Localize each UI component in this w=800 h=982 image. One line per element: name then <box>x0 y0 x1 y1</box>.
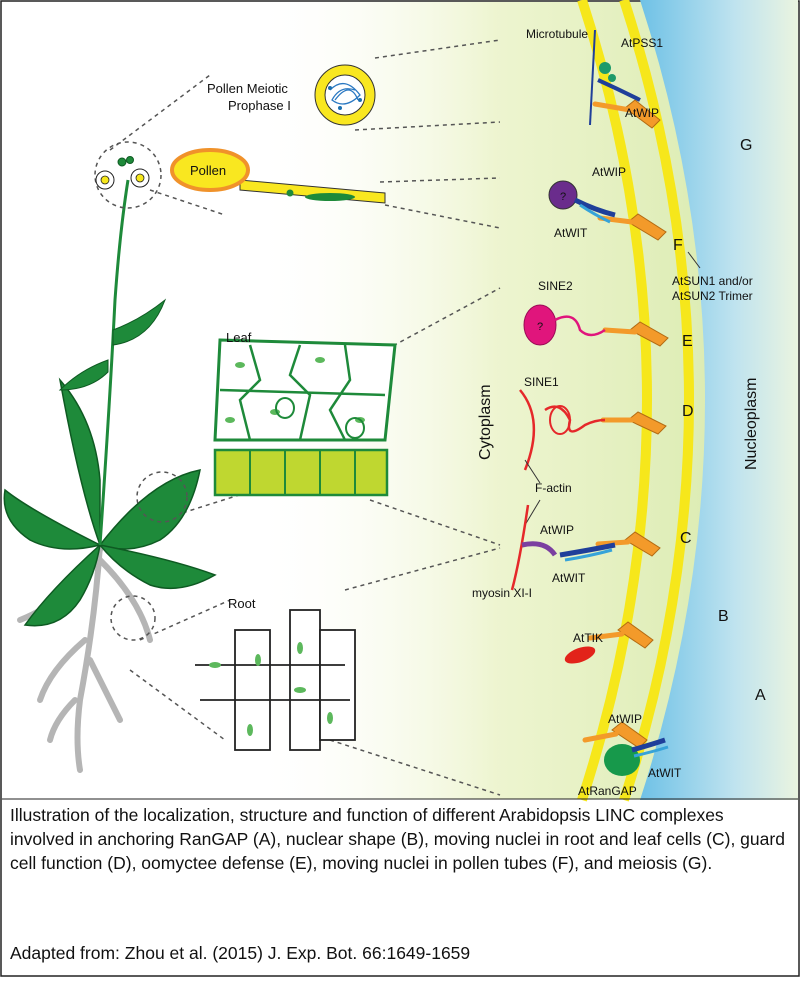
pollen-tube <box>170 148 386 204</box>
question-e: ? <box>537 321 543 333</box>
f-actin-pointer-d <box>524 459 541 484</box>
sun-trimers <box>611 99 669 749</box>
atwit-a-label: AtWIT <box>648 766 682 780</box>
pollen-meiotic-label-2: Prophase I <box>228 98 291 113</box>
cytoplasm-label: Cytoplasm <box>477 384 494 460</box>
nucleoplasm-label: Nucleoplasm <box>743 378 760 470</box>
atwip-c-label: AtWIP <box>540 523 574 537</box>
atpss1-label: AtPSS1 <box>621 36 663 50</box>
connector-lines <box>109 39 501 796</box>
letter-a: A <box>755 687 766 704</box>
letter-b: B <box>718 608 729 625</box>
leaf-label: Leaf <box>226 330 252 345</box>
f-actin-label: F-actin <box>535 481 572 495</box>
microtubule-label: Microtubule <box>526 27 588 41</box>
figure-caption: Illustration of the localization, struct… <box>10 805 785 873</box>
complex-e <box>523 304 606 346</box>
leaf-highlight-circle <box>136 471 188 523</box>
atrangap-label: AtRanGAP <box>578 784 637 798</box>
sine1-label: SINE1 <box>524 375 559 389</box>
complex-b <box>564 646 596 664</box>
cauline-leaf-left <box>58 359 109 391</box>
pollen-meiotic-cell <box>314 64 376 126</box>
outer-nuclear-membrane <box>577 0 652 802</box>
atsun-label-2: AtSUN2 Trimer <box>672 289 753 303</box>
nucleoplasm-region <box>640 0 798 800</box>
pollen-meiotic-label-1: Pollen Meiotic <box>207 81 288 96</box>
inner-nuclear-membrane <box>619 0 694 802</box>
figure-credit: Adapted from: Zhou et al. (2015) J. Exp.… <box>10 943 471 963</box>
root-label: Root <box>228 596 256 611</box>
stem <box>98 179 130 546</box>
atwit-f-label: AtWIT <box>554 226 588 240</box>
pollen-label: Pollen <box>190 163 226 178</box>
arabidopsis-plant <box>3 141 217 773</box>
rosette-leaves <box>3 377 217 627</box>
root-highlight-circle <box>110 595 156 641</box>
flower-highlight-circle <box>94 141 162 209</box>
complex-d <box>519 389 606 471</box>
question-f: ? <box>560 191 566 203</box>
atwit-c-label: AtWIT <box>552 571 586 585</box>
attik-label: AtTIK <box>573 631 603 645</box>
myosin-label: myosin XI-I <box>472 586 532 600</box>
letter-f: F <box>673 237 683 254</box>
flowers <box>95 156 150 190</box>
sine2-label: SINE2 <box>538 279 573 293</box>
leaf-cross-section <box>213 338 397 497</box>
sun-pointer <box>687 251 701 269</box>
complex-g <box>589 29 641 126</box>
atwip-a-label: AtWIP <box>608 712 642 726</box>
letter-d: D <box>682 403 694 420</box>
atwip-g-label: AtWIP <box>625 106 659 120</box>
complex-a <box>604 737 669 776</box>
letter-c: C <box>680 530 692 547</box>
complex-c <box>510 504 616 591</box>
f-actin-pointer-c <box>524 499 541 526</box>
letter-g: G <box>740 137 752 154</box>
atsun-label-1: AtSUN1 and/or <box>672 274 753 288</box>
cauline-leaf-right <box>112 298 167 346</box>
complex-f <box>548 180 616 224</box>
atwip-f-label: AtWIP <box>592 165 626 179</box>
root-cells <box>195 609 356 751</box>
letter-e: E <box>682 333 693 350</box>
sun-stalks <box>582 101 638 743</box>
